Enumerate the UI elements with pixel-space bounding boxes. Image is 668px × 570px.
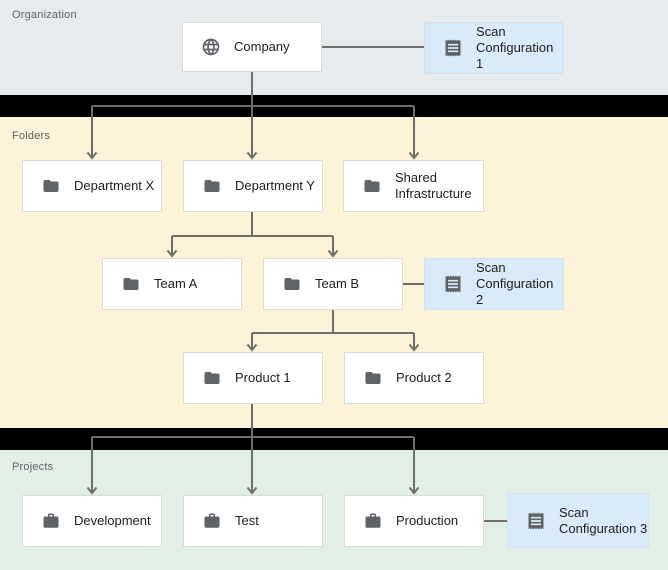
separator-band-bottom (0, 428, 668, 450)
node-label: Department X (74, 178, 155, 193)
folder-icon (362, 176, 382, 196)
node-scan-configuration-2: Scan Configuration 2 (424, 258, 564, 310)
node-product-2: Product 2 (344, 352, 484, 404)
node-scan-configuration-1: Scan Configuration 1 (424, 22, 564, 74)
node-label: Team A (154, 276, 198, 291)
node-department-x: Department X (22, 160, 162, 212)
briefcase-icon (202, 511, 222, 531)
receipt-icon (443, 274, 463, 294)
folder-icon (282, 274, 302, 294)
node-label: Scan Configuration 2 (476, 260, 554, 307)
receipt-icon (443, 38, 463, 58)
node-development: Development (22, 495, 162, 547)
node-test: Test (183, 495, 323, 547)
node-team-b: Team B (263, 258, 403, 310)
projects-section-label: Projects (12, 461, 54, 473)
node-label: Test (235, 513, 259, 528)
node-department-y: Department Y (183, 160, 323, 212)
node-product-1: Product 1 (183, 352, 323, 404)
receipt-icon (526, 511, 546, 531)
node-label: Team B (315, 276, 360, 291)
folders-section-label: Folders (12, 130, 51, 142)
node-label: Product 1 (235, 370, 291, 385)
node-label: Company (234, 39, 290, 54)
node-label: Department Y (235, 178, 315, 193)
node-shared-infrastructure: Shared Infrastructure (343, 160, 484, 212)
folder-icon (363, 368, 383, 388)
folder-icon (202, 368, 222, 388)
node-scan-configuration-3: Scan Configuration 3 (507, 493, 649, 548)
separator-band-top (0, 95, 668, 117)
node-production: Production (344, 495, 484, 547)
node-label: Development (74, 513, 151, 528)
node-company: Company (182, 22, 322, 72)
node-label: Shared Infrastructure (395, 170, 472, 201)
organization-section-background (0, 0, 668, 95)
node-team-a: Team A (102, 258, 242, 310)
briefcase-icon (41, 511, 61, 531)
briefcase-icon (363, 511, 383, 531)
folder-icon (41, 176, 61, 196)
organization-section-label: Organization (12, 9, 77, 21)
globe-icon (201, 37, 221, 57)
node-label: Scan Configuration 1 (476, 24, 554, 71)
node-label: Product 2 (396, 370, 452, 385)
node-label: Scan Configuration 3 (559, 504, 648, 536)
node-label: Production (396, 513, 459, 528)
folder-icon (121, 274, 141, 294)
folder-icon (202, 176, 222, 196)
